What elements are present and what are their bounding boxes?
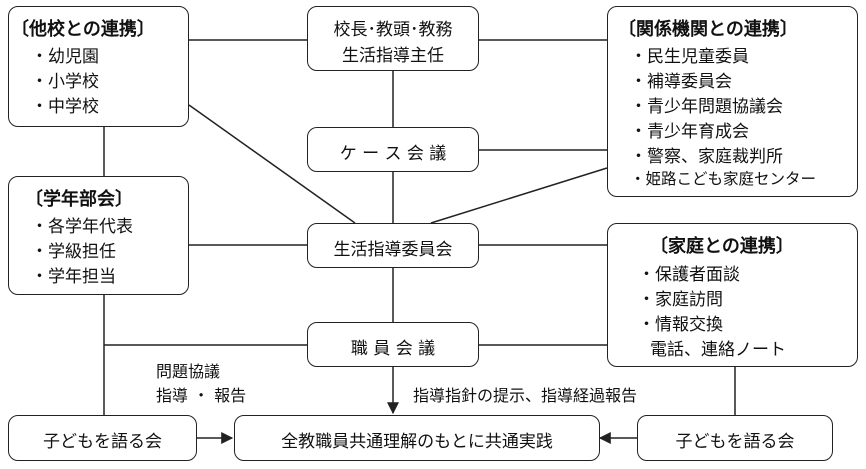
- talk-right-box: 子どもを語る会: [637, 415, 833, 461]
- grade-dept-item: ・各学年代表: [31, 217, 133, 237]
- agencies-item: ・青少年問題協議会: [630, 97, 783, 117]
- staff-meeting-box: 職 員 会 議: [307, 322, 479, 367]
- common-practice-label: 全教職員共通理解のもとに共通実践: [281, 432, 553, 452]
- grade-dept-box: 〔学年部会〕 ・各学年代表 ・学級担任 ・学年担当: [8, 176, 189, 295]
- common-practice-box: 全教職員共通理解のもとに共通実践: [234, 415, 600, 461]
- case-meeting-box: ケ ー ス 会 議: [307, 127, 479, 172]
- other-schools-item: ・中学校: [31, 97, 99, 117]
- other-schools-item: ・小学校: [31, 72, 99, 92]
- guidance-committee-label: 生活指導委員会: [333, 240, 453, 260]
- home-item: ・家庭訪問: [638, 290, 723, 310]
- home-item: ・保護者面談: [638, 265, 740, 285]
- home-box: 〔家庭との連携〕 ・保護者面談 ・家庭訪問 ・情報交換 電話、連絡ノート: [607, 223, 858, 367]
- home-item: ・情報交換: [638, 315, 723, 335]
- grade-dept-item: ・学級担任: [31, 242, 116, 262]
- edge-label-left: 指導 ・ 報告: [156, 386, 247, 405]
- agencies-item: ・姫路こども家庭センター: [630, 170, 817, 188]
- agencies-box: 〔関係機関との連携〕 ・民生児童委員 ・補導委員会 ・青少年問題協議会 ・青少年…: [607, 6, 858, 197]
- principal-line: 生活指導主任: [342, 46, 444, 66]
- line-otherschools-committee: [188, 104, 356, 224]
- talk-left-box: 子どもを語る会: [8, 415, 197, 461]
- agencies-title: 〔関係機関との連携〕: [618, 19, 798, 40]
- edge-label-center: 指導指針の提示、指導経過報告: [413, 386, 638, 405]
- agencies-item: ・青少年育成会: [630, 122, 749, 142]
- agencies-item: ・民生児童委員: [630, 47, 749, 67]
- line-agencies-committee: [430, 167, 608, 224]
- principal-box: 校長･教頭･教務 生活指導主任: [307, 6, 479, 71]
- agencies-item: ・警察、家庭裁判所: [630, 147, 783, 167]
- guidance-committee-box: 生活指導委員会: [307, 223, 479, 268]
- agencies-item: ・補導委員会: [630, 72, 732, 92]
- home-title: 〔家庭との連携〕: [650, 236, 794, 257]
- home-item: 電話、連絡ノート: [650, 340, 786, 360]
- talk-left-label: 子どもを語る会: [43, 432, 162, 452]
- principal-line: 校長･教頭･教務: [333, 20, 453, 40]
- case-meeting-label: ケ ー ス 会 議: [339, 144, 447, 164]
- other-schools-item: ・幼児園: [31, 47, 99, 67]
- staff-meeting-label: 職 員 会 議: [350, 339, 436, 359]
- other-schools-title: 〔他校との連携〕: [11, 19, 155, 40]
- grade-dept-item: ・学年担当: [31, 267, 116, 287]
- grade-dept-title: 〔学年部会〕: [25, 189, 133, 210]
- edge-label-left: 問題協議: [156, 362, 221, 381]
- talk-right-label: 子どもを語る会: [675, 432, 795, 452]
- other-schools-box: 〔他校との連携〕 ・幼児園 ・小学校 ・中学校: [8, 6, 189, 127]
